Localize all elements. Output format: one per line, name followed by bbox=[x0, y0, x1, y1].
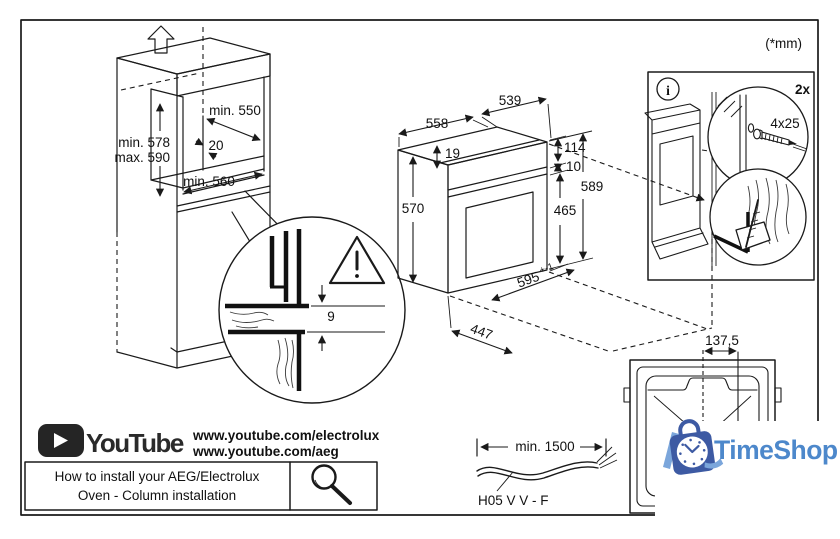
niche-depth-label: min. 550 bbox=[209, 103, 261, 118]
cabinet-height-min-label: min. 578 bbox=[118, 135, 170, 150]
watermark-text: TimeShop bbox=[714, 435, 838, 465]
fixing-screws-panel: i 2x 4x25 bbox=[644, 71, 815, 281]
oven-top-depth-label: 539 bbox=[499, 93, 522, 108]
info-icon: i bbox=[656, 77, 680, 101]
trim-gap-detail-circle: 9 bbox=[218, 216, 406, 404]
oven-body-height-label: 570 bbox=[402, 201, 425, 216]
cable-offset-label: 137,5 bbox=[705, 333, 739, 348]
bracket-detail-circle bbox=[709, 168, 807, 266]
screw-quantity-label: 2x bbox=[795, 82, 811, 97]
timeshop-watermark: TimeShop bbox=[655, 419, 840, 539]
video-title-line2: Oven - Column installation bbox=[78, 488, 236, 503]
youtube-wordmark: YouTube bbox=[86, 428, 184, 458]
cable-type-label: H05 V V - F bbox=[478, 493, 549, 508]
youtube-logo: YouTube bbox=[38, 424, 185, 458]
oven-front-width-tolerance-label: +-1 bbox=[538, 261, 555, 276]
screw-icon bbox=[753, 128, 808, 152]
cabinet-height-max-label: max. 590 bbox=[114, 150, 170, 165]
youtube-url-aeg: www.youtube.com/aeg bbox=[192, 444, 339, 459]
oven-top-width-label: 558 bbox=[426, 116, 449, 131]
cable-length-label: min. 1500 bbox=[515, 439, 574, 454]
mains-cable-drawing: min. 1500 H05 V V - F bbox=[476, 438, 618, 508]
oven-clearance-label: 10 bbox=[566, 159, 581, 174]
oven-door-window bbox=[465, 191, 534, 279]
trim-gap-label: 9 bbox=[327, 309, 335, 324]
oven-bottom-depth-label: 447 bbox=[468, 321, 494, 343]
video-title-box: How to install your AEG/Electrolux Oven … bbox=[24, 461, 378, 511]
oven-panel-height-label: 114 bbox=[564, 140, 586, 155]
youtube-block: YouTube www.youtube.com/electrolux www.y… bbox=[24, 424, 380, 511]
video-title-line1: How to install your AEG/Electrolux bbox=[55, 469, 260, 484]
page-frame bbox=[20, 19, 819, 516]
removal-direction-arrow-icon bbox=[147, 25, 175, 54]
cabinet-column-drawing: min. 578 max. 590 min. 550 20 min. 560 bbox=[114, 25, 290, 369]
youtube-url-electrolux: www.youtube.com/electrolux bbox=[192, 428, 380, 443]
niche-width-label: min. 560 bbox=[183, 174, 235, 189]
units-note: (*mm) bbox=[765, 36, 802, 51]
warning-icon bbox=[328, 235, 386, 285]
oven-drawing: 539 558 19 570 114 10 465 589 595 +-1 bbox=[397, 93, 713, 355]
rear-gap-label: 20 bbox=[208, 138, 223, 153]
oven-front-width-label: 595 bbox=[515, 269, 541, 291]
oven-top-recess-label: 19 bbox=[445, 146, 460, 161]
svg-text:i: i bbox=[666, 83, 670, 98]
oven-door-height-label: 465 bbox=[554, 203, 577, 218]
oven-total-height-label: 589 bbox=[581, 179, 604, 194]
watermark-clock-bag-icon bbox=[669, 419, 724, 475]
screw-size-label: 4x25 bbox=[770, 116, 799, 131]
magnifier-icon bbox=[311, 464, 352, 505]
